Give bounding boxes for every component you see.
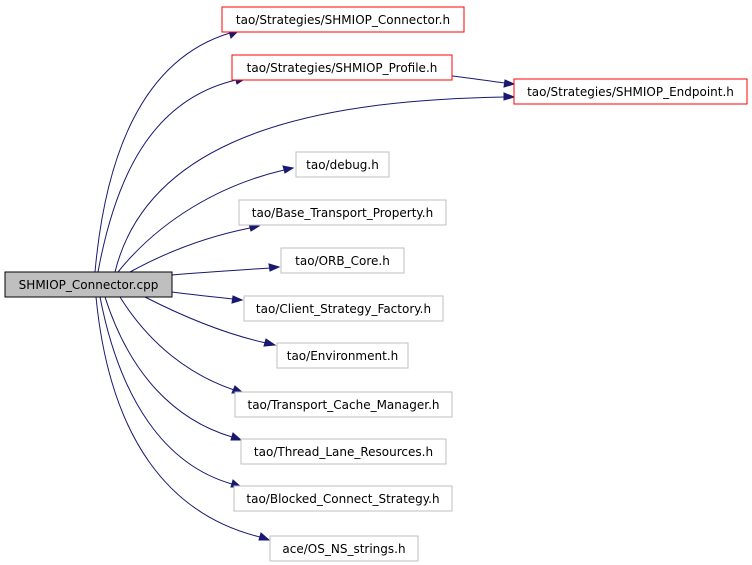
edge-root-to-debug-h <box>117 169 285 273</box>
node-debug-h: tao/debug.h <box>295 151 390 178</box>
arrowhead <box>263 338 277 347</box>
edge-root-to-transport-cache-manager-h <box>119 296 235 391</box>
edge-root-to-shmiop-endpoint-h <box>114 96 506 273</box>
node-client-strategy-factory-h: tao/Client_Strategy_Factory.h <box>243 295 444 322</box>
arrowhead <box>231 295 244 304</box>
node-orb-core-h: tao/ORB_Core.h <box>280 247 405 274</box>
arrowhead <box>282 165 295 174</box>
node-label: tao/Environment.h <box>287 349 399 363</box>
arrowhead <box>503 79 516 88</box>
node-environment-h: tao/Environment.h <box>276 342 409 369</box>
node-label: tao/Blocked_Connect_Strategy.h <box>246 492 439 506</box>
node-shmiop-connector-h[interactable]: tao/Strategies/SHMIOP_Connector.h <box>221 6 465 33</box>
arrowhead <box>230 432 243 441</box>
edge-root-to-thread-lane-resources-h <box>104 296 233 438</box>
edge-root-to-os-ns-strings-h <box>95 296 261 538</box>
node-label: ace/OS_NS_strings.h <box>282 542 405 556</box>
node-shmiop-endpoint-h[interactable]: tao/Strategies/SHMIOP_Endpoint.h <box>513 78 748 105</box>
edge-root-to-environment-h <box>144 296 267 344</box>
node-label: tao/Strategies/SHMIOP_Endpoint.h <box>527 85 734 99</box>
edge-root-to-base-transport-property-h <box>129 227 251 273</box>
node-base-transport-property-h: tao/Base_Transport_Property.h <box>238 199 447 226</box>
node-label: SHMIOP_Connector.cpp <box>19 278 159 292</box>
node-label: tao/Transport_Cache_Manager.h <box>248 398 440 412</box>
edge-root-to-blocked-connect-strategy-h <box>99 296 233 485</box>
edge-profile-to-endpoint-h <box>451 75 506 84</box>
node-os-ns-strings-h: ace/OS_NS_strings.h <box>269 535 419 562</box>
arrowhead <box>268 263 281 272</box>
node-label: tao/Client_Strategy_Factory.h <box>256 302 431 316</box>
node-label: tao/debug.h <box>306 158 379 172</box>
node-transport-cache-manager-h: tao/Transport_Cache_Manager.h <box>234 391 453 418</box>
node-label: tao/Strategies/SHMIOP_Connector.h <box>236 13 450 27</box>
arrowhead <box>503 92 516 101</box>
node-shmiop-connector-cpp: SHMIOP_Connector.cpp <box>4 271 173 298</box>
node-label: tao/Thread_Lane_Resources.h <box>254 445 433 459</box>
edge-root-to-client-strategy-factory-h <box>171 291 234 300</box>
arrowhead <box>258 532 271 541</box>
node-thread-lane-resources-h: tao/Thread_Lane_Resources.h <box>240 438 447 465</box>
edge-root-to-shmiop-connector-h <box>94 32 231 273</box>
node-label: tao/Strategies/SHMIOP_Profile.h <box>247 61 438 75</box>
node-label: tao/ORB_Core.h <box>295 254 390 268</box>
node-blocked-connect-strategy-h: tao/Blocked_Connect_Strategy.h <box>233 485 453 512</box>
edge-root-to-orb-core-h <box>171 267 271 276</box>
node-label: tao/Base_Transport_Property.h <box>252 206 433 220</box>
node-layer: SHMIOP_Connector.cpp tao/Strategies/SHMI… <box>4 6 748 562</box>
edge-root-to-shmiop-profile-h <box>97 79 237 273</box>
node-shmiop-profile-h[interactable]: tao/Strategies/SHMIOP_Profile.h <box>231 54 453 81</box>
